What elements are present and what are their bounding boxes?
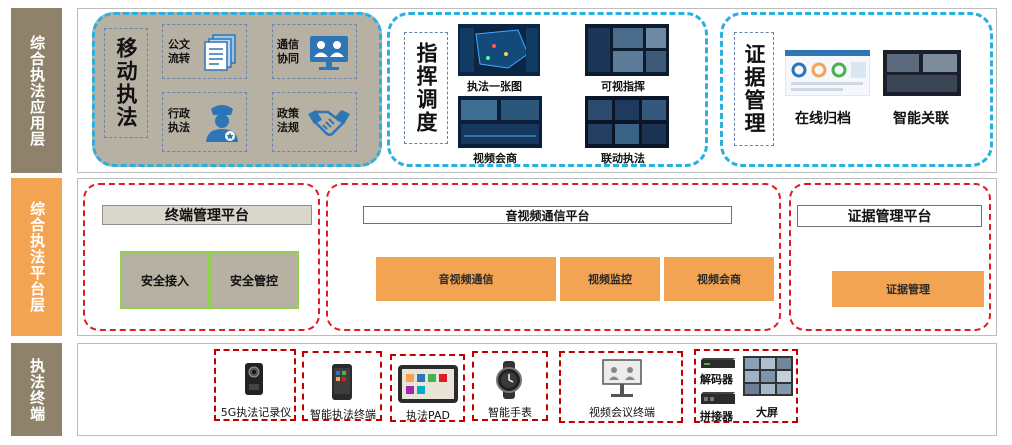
device-label: 视频会议终端 [589,406,655,419]
evidence-item-label: 在线归档 [795,111,851,127]
mobile-item-admin[interactable] [162,92,247,152]
evidence-mgmt-box[interactable]: 证据管理 [832,271,984,307]
mobile-item-label: 行政执法 [168,107,190,134]
evidence-platform-title: 证据管理平台 [797,205,982,227]
joint-enforcement-thumbnail [585,96,669,148]
terminal-layer-label: 执法终端 [11,343,62,436]
platform-panel [77,178,997,336]
av-platform-title: 音视频通信平台 [363,206,732,224]
smartwatch-icon [496,361,522,399]
mobile-item-document[interactable] [162,24,247,79]
video-conference-icon [310,36,348,70]
smart-link-thumbnail [883,50,961,96]
mobile-item-label: 通信协同 [277,38,299,65]
conference-terminal-icon [602,359,642,397]
command-item-label: 可视指挥 [601,80,645,93]
device-smart-terminal[interactable] [302,351,382,421]
command-item-label: 视频会商 [473,152,517,165]
device-label: 拼接器 [700,410,733,423]
device-label: 执法PAD [406,409,450,422]
terminal-mgmt-title: 终端管理平台 [102,205,312,225]
command-item-label: 联动执法 [601,152,645,165]
evidence-management-group [720,12,993,167]
evidence-platform-group [789,183,991,331]
smartphone-icon [332,364,352,400]
device-label: 大屏 [756,406,778,419]
command-dispatch-title-box: 指挥调度 [404,32,448,144]
device-label: 5G执法记录仪 [220,406,292,419]
mobile-enforcement-title-box: 移动执法 [104,28,148,138]
handshake-icon [308,110,350,137]
evidence-title-box: 证据管理 [734,32,774,146]
platform-layer-label: 综合执法平台层 [11,178,62,336]
video-wall-icon [743,356,793,396]
device-label: 智能执法终端 [310,408,376,421]
device-label: 智能手表 [488,406,532,419]
device-smartwatch[interactable] [472,351,548,421]
command-dispatch-group [387,12,708,167]
device-label: 解码器 [700,373,733,386]
av-communication-box[interactable]: 音视频通信 [376,257,556,301]
device-tablet[interactable] [390,354,465,422]
video-consult-box[interactable]: 视频会商 [664,257,774,301]
terminal-panel [77,343,997,436]
command-item-label: 执法一张图 [467,80,522,93]
enforcement-map-thumbnail [458,24,540,76]
body-camera-icon [245,363,263,395]
mobile-item-label: 公文流转 [168,38,190,65]
decoder-icon [701,358,735,368]
secure-access-box[interactable]: 安全接入 [120,251,210,309]
av-platform-group [326,183,781,331]
tablet-icon [398,365,458,403]
display-device-group[interactable] [694,349,798,423]
splicer-icon [701,392,735,404]
evidence-title: 证据管理 [742,43,766,135]
online-archive-thumbnail [785,50,870,96]
app-panel [77,8,997,173]
secure-control-box[interactable]: 安全管控 [209,251,299,309]
police-officer-icon [206,105,238,142]
document-stack-icon [204,34,236,71]
mobile-item-label: 政策法规 [277,107,299,134]
mobile-item-collab[interactable] [272,24,357,79]
evidence-item-label: 智能关联 [893,111,949,127]
mobile-item-policy[interactable] [272,92,357,152]
video-consult-thumbnail [458,96,542,148]
app-layer-label: 综合执法应用层 [11,8,62,173]
mobile-enforcement-title: 移动执法 [114,37,138,129]
command-dispatch-title: 指挥调度 [414,42,438,134]
device-body-camera[interactable] [214,349,296,421]
video-surveillance-box[interactable]: 视频监控 [560,257,660,301]
device-conference-terminal[interactable] [559,351,683,423]
visual-command-thumbnail [585,24,669,76]
terminal-mgmt-group [83,183,320,331]
